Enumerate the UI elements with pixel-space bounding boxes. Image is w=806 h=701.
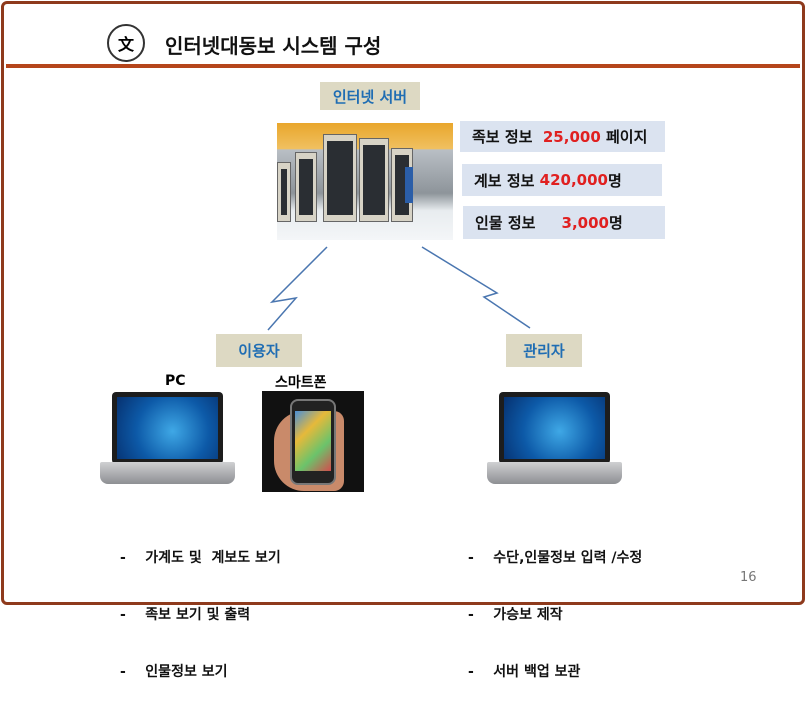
admin-label: 관리자 <box>506 334 582 367</box>
list-item: - 족보 보기 및 출력 <box>120 607 251 623</box>
user-features-list: - 가계도 및 계보도 보기 - 족보 보기 및 출력 - 인물정보 보기 <box>120 511 281 701</box>
title-divider <box>6 64 800 68</box>
list-item: - 수단,인물정보 입력 /수정 <box>468 550 643 566</box>
stat-genealogy: 족보 정보 25,000 페이지 <box>460 121 665 152</box>
admin-laptop-image <box>487 392 622 492</box>
admin-link-line <box>421 246 531 329</box>
pc-label: PC <box>165 373 186 389</box>
list-item: - 서버 백업 보관 <box>468 664 581 680</box>
slide-frame <box>1 1 805 605</box>
user-label: 이용자 <box>216 334 302 367</box>
list-item: - 가승보 제작 <box>468 607 563 623</box>
smartphone-image <box>262 391 364 492</box>
smartphone-label: 스마트폰 <box>275 375 327 391</box>
clan-seal-logo: 文 <box>107 24 145 62</box>
list-item: - 가계도 및 계보도 보기 <box>120 550 281 566</box>
user-link-line <box>267 246 328 331</box>
pc-laptop-image <box>100 392 235 492</box>
server-label: 인터넷 서버 <box>320 82 420 110</box>
logo-glyph: 文 <box>117 35 134 54</box>
list-item: - 인물정보 보기 <box>120 664 228 680</box>
admin-features-list: - 수단,인물정보 입력 /수정 - 가승보 제작 - 서버 백업 보관 <box>468 511 642 701</box>
page-number: 16 <box>740 570 757 585</box>
connection-lines <box>267 246 531 331</box>
slide-title: 인터넷대동보 시스템 구성 <box>165 34 382 58</box>
server-room-photo <box>277 123 453 240</box>
